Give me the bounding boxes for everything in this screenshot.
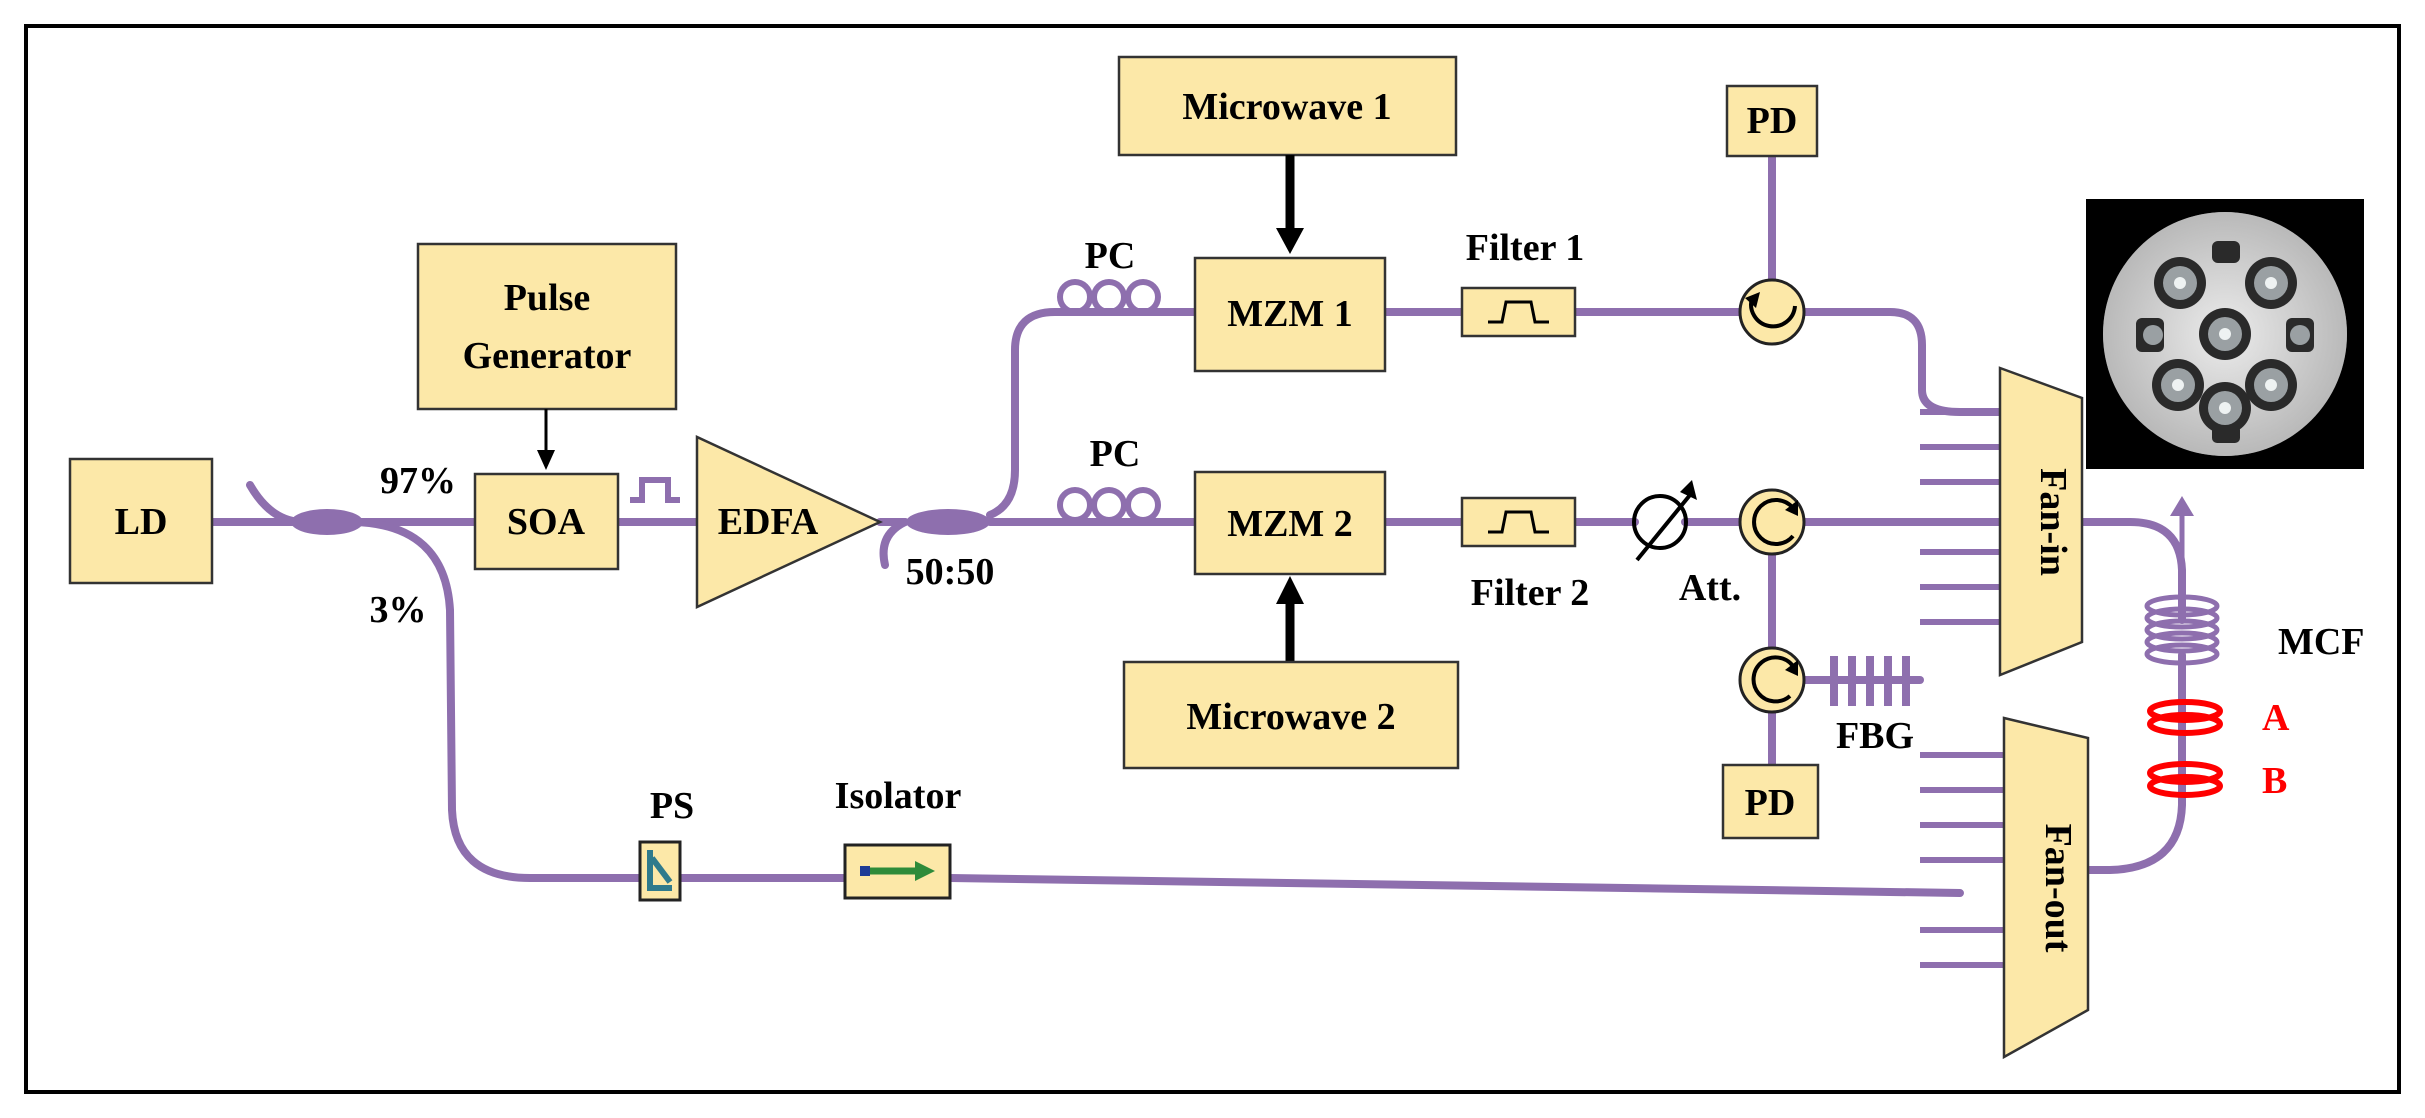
- pd-bottom-box: PD: [1721, 763, 1820, 840]
- marker-b-label: B: [2262, 760, 2287, 802]
- pulse-generator-label-1: Pulse: [504, 277, 591, 319]
- ps-label: PS: [650, 785, 694, 827]
- circulator-3: [1738, 646, 1806, 714]
- mcf-label: MCF: [2278, 621, 2365, 663]
- att-label: Att.: [1679, 567, 1741, 609]
- marker-a-coil: A: [2147, 697, 2290, 739]
- pc-2-label: PC: [1090, 433, 1141, 475]
- polarization-controller-1: PC: [1057, 235, 1161, 315]
- fiber-paths: [208, 152, 2186, 897]
- filter-2-label: Filter 2: [1471, 572, 1590, 614]
- edfa-label: EDFA: [718, 501, 819, 543]
- fan-in-label: Fan-in: [2032, 468, 2074, 576]
- mzm-1-label: MZM 1: [1227, 293, 1353, 335]
- pc-1-label: PC: [1085, 235, 1136, 277]
- fbg-grating: FBG: [1830, 656, 1914, 757]
- edfa-amplifier: EDFA: [695, 435, 883, 609]
- fan-out: Fan-out: [1920, 716, 2090, 1060]
- ld-label: LD: [115, 501, 168, 543]
- pulse-arrow: [537, 409, 555, 470]
- pulse-generator-box: Pulse Generator: [416, 242, 678, 411]
- diagram-frame: [24, 24, 2401, 1094]
- mcf-cross-section-image: [2086, 199, 2364, 469]
- polarization-controller-2: PC: [1057, 433, 1161, 523]
- pd-top-label: PD: [1747, 100, 1798, 142]
- microwave-1-box: Microwave 1: [1117, 55, 1458, 157]
- microwave-1-label: Microwave 1: [1182, 86, 1391, 128]
- mzm-2-label: MZM 2: [1227, 503, 1353, 545]
- polarization-scrambler: PS: [638, 785, 694, 902]
- pd-top-box: PD: [1725, 84, 1819, 158]
- soa-label: SOA: [507, 501, 586, 543]
- pd-bottom-label: PD: [1745, 782, 1796, 824]
- mcf-coil: MCF: [2144, 594, 2365, 666]
- fbg-label: FBG: [1836, 715, 1914, 757]
- attenuator-icon: Att.: [1632, 480, 1741, 609]
- isolator-label: Isolator: [835, 775, 962, 817]
- marker-b-coil: B: [2147, 760, 2287, 802]
- coupler-97-3: [291, 509, 363, 535]
- pulse-shape-icon: [630, 477, 680, 503]
- microwave-2-arrow: [1276, 576, 1304, 662]
- split-97-label: 97%: [380, 460, 456, 502]
- ld-box: LD: [68, 457, 214, 585]
- isolator: Isolator: [835, 775, 962, 900]
- mzm-2-box: MZM 2: [1193, 470, 1387, 576]
- mcf-arrow: [2170, 496, 2194, 583]
- microwave-1-arrow: [1276, 155, 1304, 254]
- pulse-generator-label-2: Generator: [463, 335, 632, 377]
- circulator-1: [1738, 278, 1806, 346]
- microwave-2-label: Microwave 2: [1186, 696, 1395, 738]
- filter-1: Filter 1: [1460, 227, 1585, 338]
- split-5050-label: 50:50: [906, 551, 995, 593]
- filter-1-label: Filter 1: [1466, 227, 1585, 269]
- coupler-50-50: [906, 509, 990, 535]
- fan-out-label: Fan-out: [2037, 824, 2079, 953]
- split-3-label: 3%: [370, 589, 427, 631]
- mzm-1-box: MZM 1: [1193, 256, 1387, 373]
- fan-in: Fan-in: [1920, 366, 2084, 677]
- filter-2: Filter 2: [1460, 496, 1590, 614]
- soa-box: SOA: [473, 472, 620, 571]
- microwave-2-box: Microwave 2: [1122, 660, 1460, 770]
- circulator-2: [1738, 488, 1806, 556]
- marker-a-label: A: [2262, 697, 2290, 739]
